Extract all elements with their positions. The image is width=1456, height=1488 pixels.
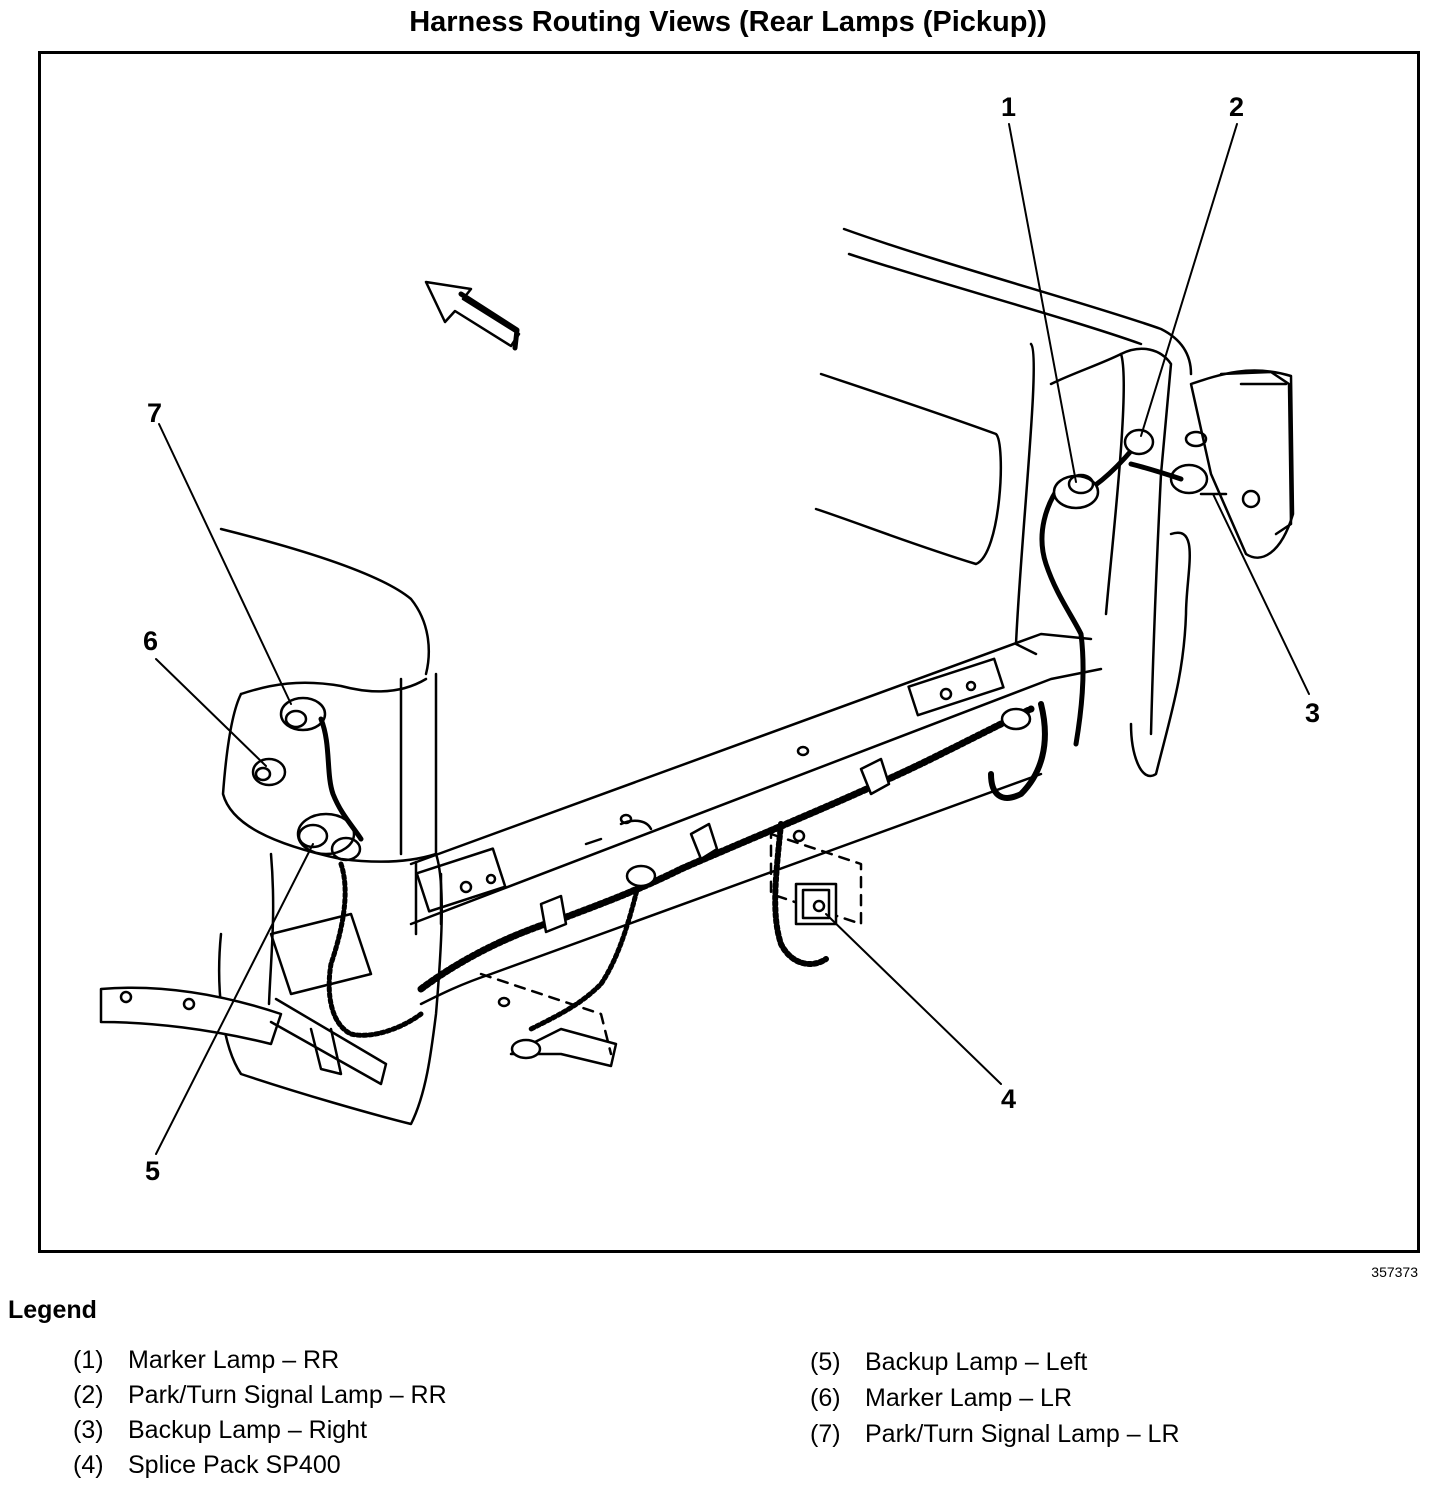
legend-item: (6) Marker Lamp – LR bbox=[810, 1384, 1072, 1413]
bumper-bracket bbox=[99, 912, 388, 1086]
loose-connector bbox=[479, 972, 618, 1068]
callout-7: 7 bbox=[147, 398, 162, 428]
legend-item-label: Park/Turn Signal Lamp – RR bbox=[128, 1381, 447, 1409]
legend-item-number: (7) bbox=[810, 1420, 841, 1448]
figure-id: 357373 bbox=[1371, 1264, 1418, 1280]
legend-item-number: (6) bbox=[810, 1384, 841, 1412]
legend-item-number: (3) bbox=[73, 1416, 104, 1444]
right-lamp-assembly bbox=[1169, 369, 1295, 559]
legend-item-label: Marker Lamp – RR bbox=[128, 1346, 340, 1374]
left-lamp-sockets bbox=[251, 696, 362, 862]
legend-item-number: (1) bbox=[73, 1346, 104, 1374]
rear-crossmember bbox=[409, 632, 1103, 1006]
legend-item: (2) Park/Turn Signal Lamp – RR bbox=[73, 1381, 447, 1410]
legend-item-label: Park/Turn Signal Lamp – LR bbox=[865, 1420, 1180, 1448]
callout-6: 6 bbox=[143, 626, 158, 656]
callout-1: 1 bbox=[1001, 92, 1016, 122]
legend-item-label: Backup Lamp – Left bbox=[865, 1348, 1088, 1376]
legend-item-number: (2) bbox=[73, 1381, 104, 1409]
legend-item: (7) Park/Turn Signal Lamp – LR bbox=[810, 1420, 1180, 1449]
legend-item-label: Splice Pack SP400 bbox=[128, 1451, 341, 1479]
callout-2: 2 bbox=[1229, 92, 1244, 122]
right-lamp-sockets bbox=[1052, 428, 1155, 510]
legend-item-label: Marker Lamp – LR bbox=[865, 1384, 1073, 1412]
harness-drawing: 1 2 3 4 5 6 7 bbox=[99, 92, 1320, 1186]
legend-item: (1) Marker Lamp – RR bbox=[73, 1346, 339, 1375]
legend-item-number: (5) bbox=[810, 1348, 841, 1376]
callout-5: 5 bbox=[145, 1156, 160, 1186]
main-harness bbox=[417, 701, 1048, 1032]
callout-numbers: 1 2 3 4 5 6 7 bbox=[143, 92, 1320, 1186]
right-bed-side bbox=[814, 227, 1193, 778]
callout-4: 4 bbox=[1001, 1084, 1016, 1114]
callout-3: 3 bbox=[1305, 698, 1320, 728]
left-harness bbox=[318, 716, 424, 1038]
diagram-title: Harness Routing Views (Rear Lamps (Picku… bbox=[409, 6, 1047, 38]
legend-item-number: (4) bbox=[73, 1451, 104, 1479]
legend-heading: Legend bbox=[8, 1296, 97, 1324]
legend-item: (4) Splice Pack SP400 bbox=[73, 1451, 341, 1480]
legend-item: (5) Backup Lamp – Left bbox=[810, 1348, 1087, 1377]
legend-item: (3) Backup Lamp – Right bbox=[73, 1416, 367, 1445]
diagram-frame: 1 2 3 4 5 6 7 bbox=[38, 51, 1420, 1253]
harness-clips bbox=[539, 707, 1032, 934]
forward-arrow-icon bbox=[424, 280, 521, 351]
legend-item-label: Backup Lamp – Right bbox=[128, 1416, 368, 1444]
callout-leaders bbox=[155, 123, 1310, 1155]
